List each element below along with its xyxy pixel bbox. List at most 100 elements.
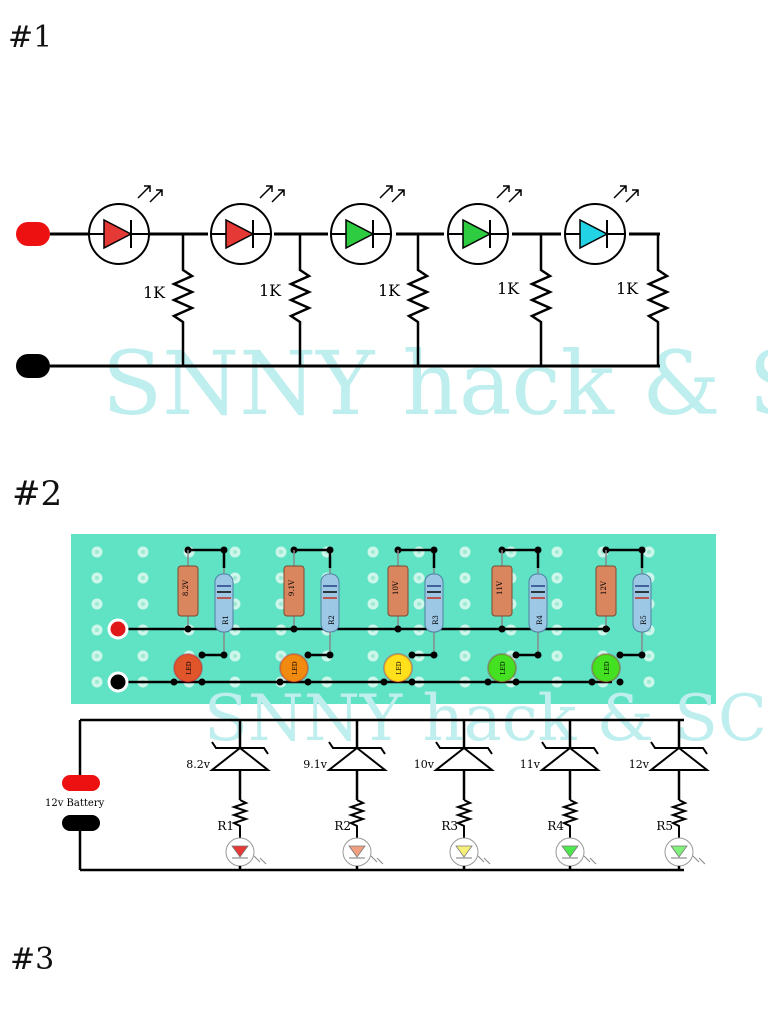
board-resistor [214,573,234,633]
zener-label: 10v [414,758,435,771]
solder-point [408,678,416,686]
board-resistor [320,573,340,633]
zener-label: 8.2v [186,758,210,771]
led-3 [330,185,405,265]
perfboard-hole-center [141,550,145,554]
resistor-label: R1 [217,819,234,833]
zener-diode [387,565,409,617]
zener-bar [211,741,269,755]
battery-negative [62,815,100,831]
section-label-3: #3 [10,942,55,977]
resistor-symbol [230,799,250,838]
board-led [173,653,203,683]
solder-point [638,651,646,659]
board-resistor-label: R1 [222,615,230,625]
zener-bar [328,741,386,755]
perfboard-hole-center [141,602,145,606]
resistor-4: 1K [497,234,554,366]
board-led-label: LED [604,661,611,674]
zener-board-label: 10V [392,580,400,595]
board-resistor-label: R2 [328,615,336,625]
zener-board-label: 9.1V [288,579,296,596]
section-label-2: #2 [12,474,63,514]
perfboard-hole-center [95,550,99,554]
perfboard-hole-center [233,550,237,554]
resistor-label-3: 1K [378,281,401,300]
zener-board-label: 11V [496,580,504,595]
perfboard-hole-center [371,602,375,606]
board-led [383,653,413,683]
resistor-label-1: 1K [143,283,166,302]
solder-point [512,651,520,659]
perfboard-hole-center [555,550,559,554]
led-emission-arrows [370,855,384,865]
solder-point [304,651,312,659]
perfboard-hole-center [279,576,283,580]
zener-label: 11v [520,758,541,771]
solder-point [220,651,228,659]
board-resistor-label: R5 [640,615,648,625]
solder-point [602,625,610,633]
board-led-label: LED [292,661,299,674]
led-fill [561,845,579,858]
resistor-1: 1K [143,234,196,366]
perfboard-hole-center [95,576,99,580]
perfboard-hole-center [463,576,467,580]
solder-point [326,546,334,554]
solder-point [588,678,596,686]
perfboard-hole-center [141,654,145,658]
perfboard-hole-center [555,654,559,658]
solder-point [290,625,298,633]
resistor-symbol [669,799,689,838]
circuit-2-board: SNNY hack & SCI 8.2VR1LED9.1VR2LED10VR3L… [71,534,768,756]
perfboard-hole-center [279,550,283,554]
resistor-symbol [454,799,474,838]
led-emission-arrows [477,855,491,865]
solder-point [394,625,402,633]
solder-point [534,546,542,554]
solder-point [326,651,334,659]
board-led [591,653,621,683]
led-fill [231,845,249,858]
perfboard-hole-center [371,654,375,658]
zener-diode [177,565,199,617]
perfboard-hole-center [647,680,651,684]
board-positive-terminal [107,618,129,640]
perfboard-hole-center [233,576,237,580]
board-resistor [632,573,652,633]
zener-bar [435,741,493,755]
led-4 [447,185,522,265]
solder-point [220,546,228,554]
solder-point [638,546,646,554]
perfboard-hole-center [417,602,421,606]
led-5 [564,185,639,265]
section-label-1: #1 [8,20,53,55]
zener-board-label: 8.2V [182,579,190,596]
led-2 [210,185,285,265]
solder-point [616,651,624,659]
battery-label: 12v Battery [45,798,105,809]
board-negative-terminal [107,671,129,693]
perfboard-hole-center [555,576,559,580]
resistor-label: R2 [334,819,351,833]
zener-bar [650,741,708,755]
resistor-label-5: 1K [616,279,639,298]
led-emission-arrows [692,855,706,865]
solder-point [304,678,312,686]
resistor-2: 1K [259,234,313,366]
solder-point [534,651,542,659]
solder-point [380,678,388,686]
solder-point [430,546,438,554]
board-led [279,653,309,683]
solder-point [498,625,506,633]
battery-positive [62,775,100,791]
led-fill [455,845,473,858]
